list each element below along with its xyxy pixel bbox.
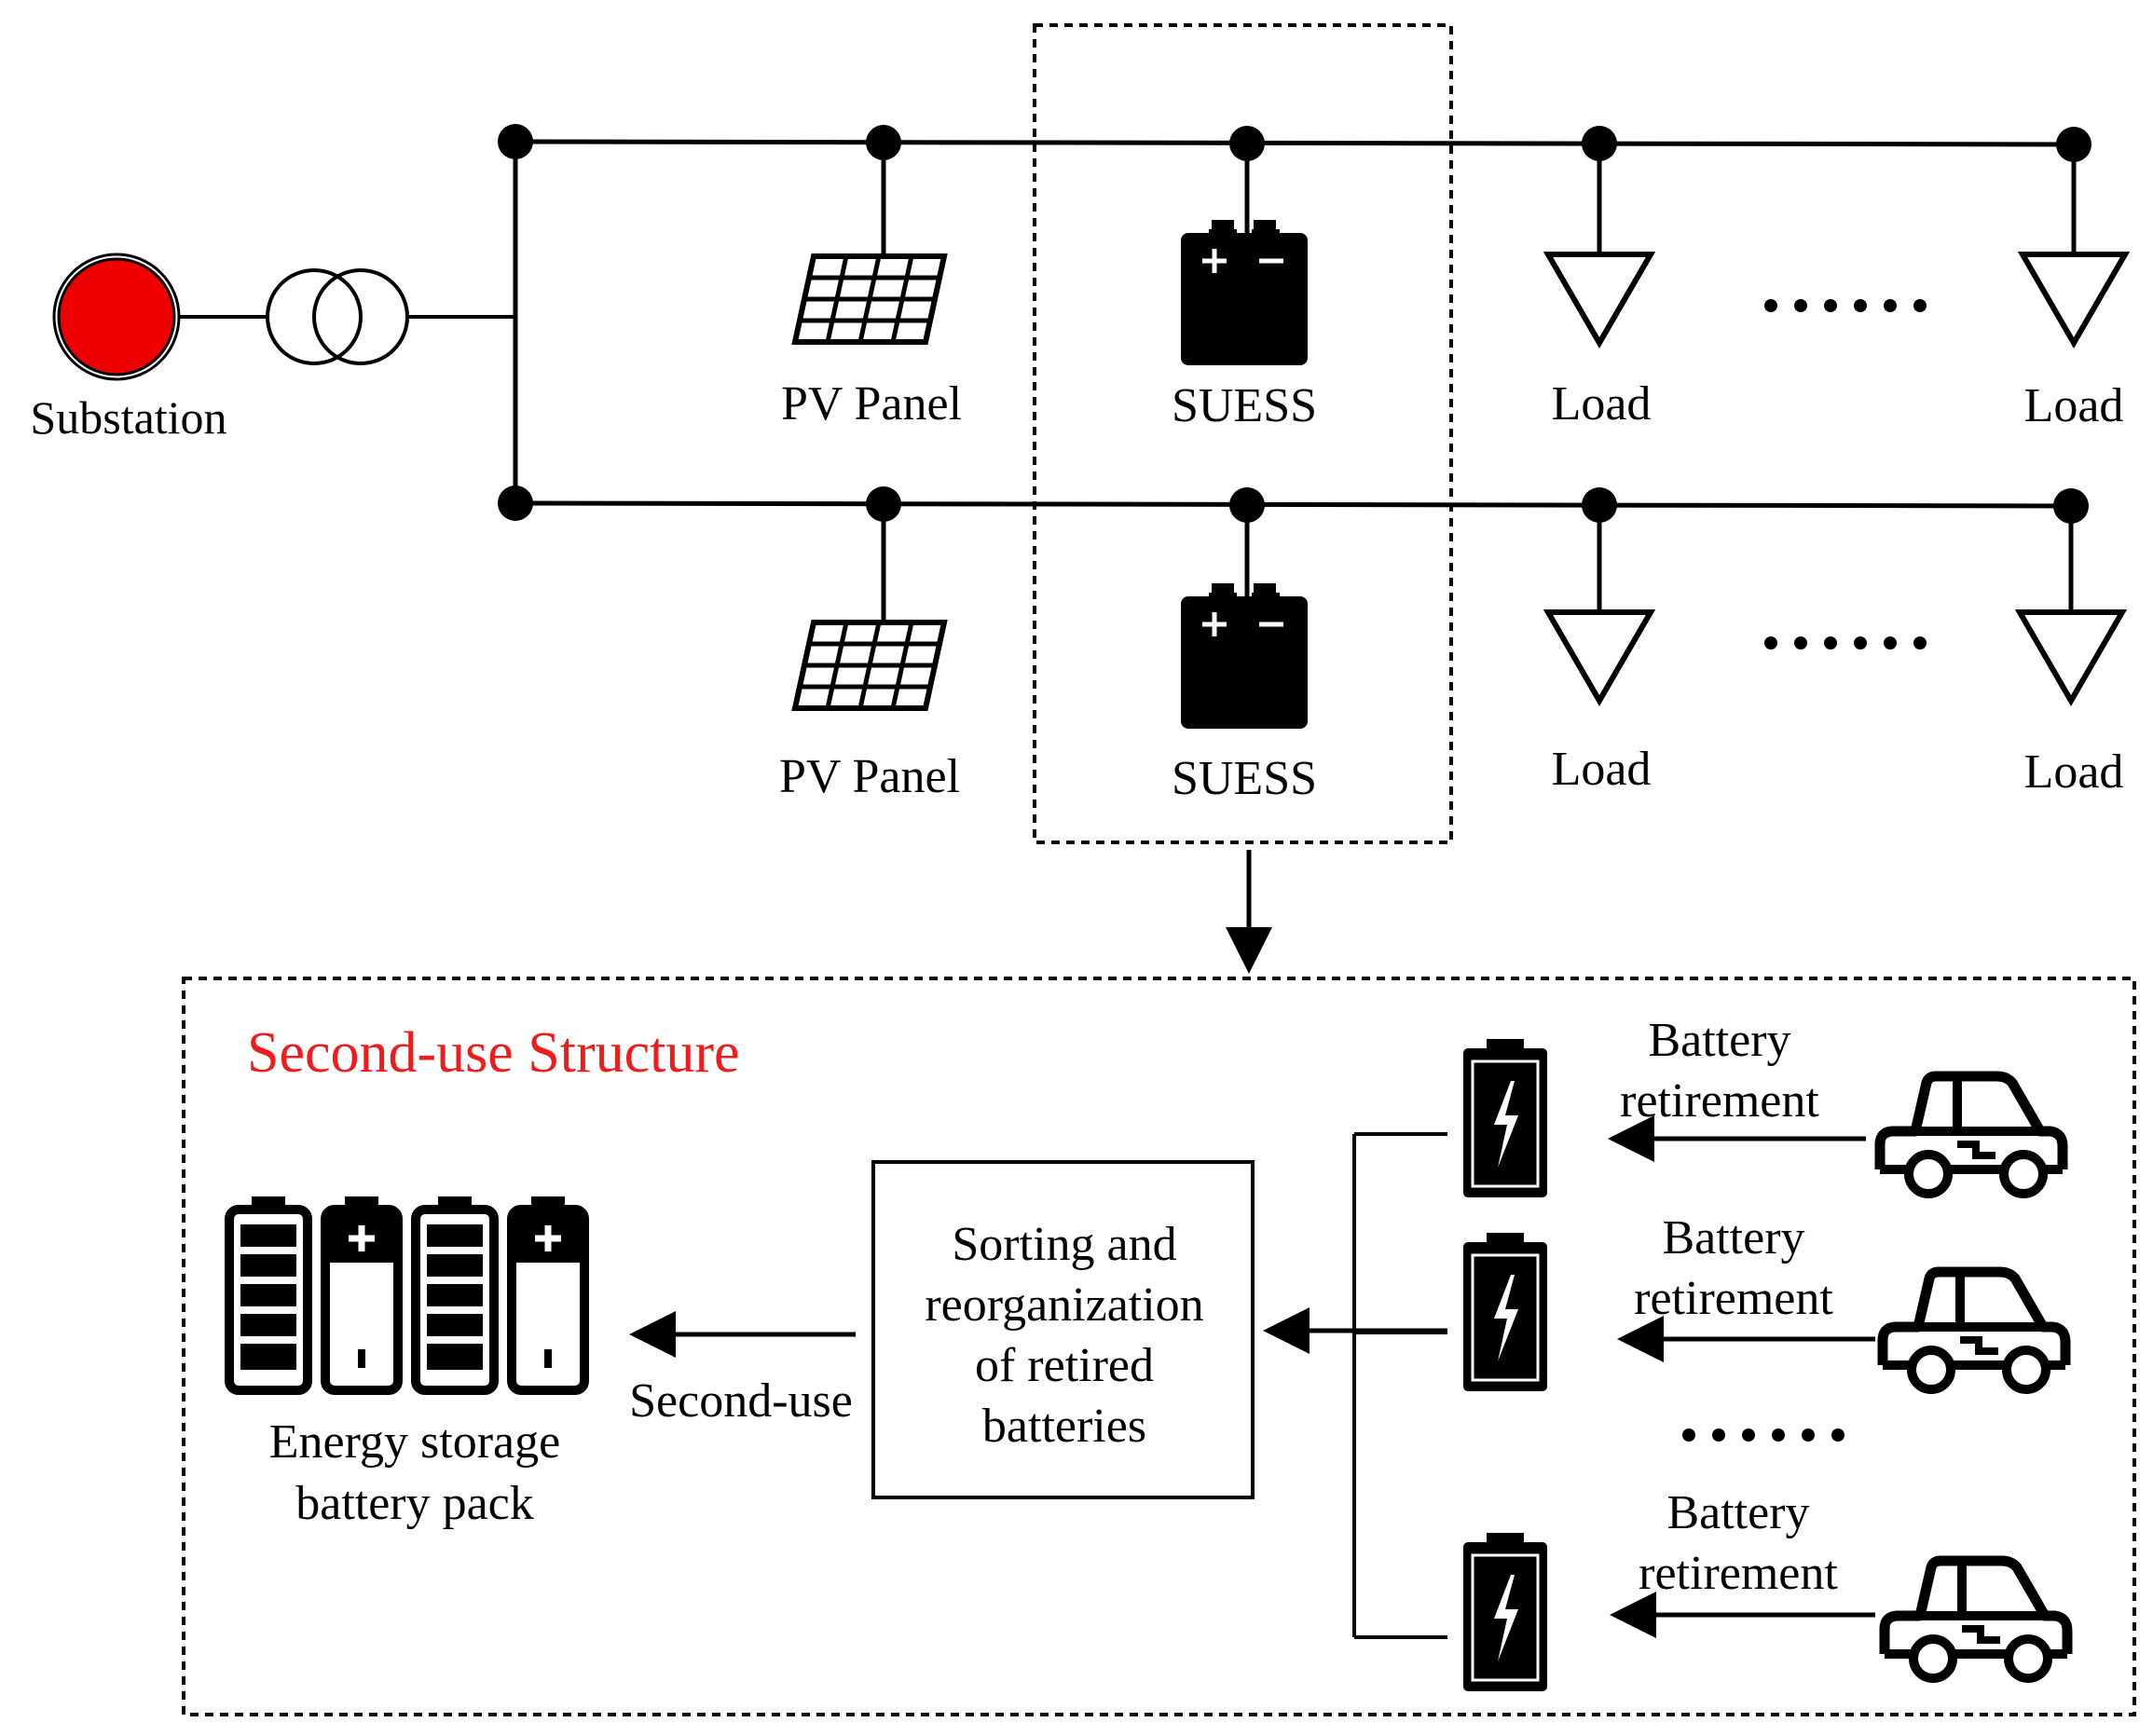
load-label: Load (1552, 743, 1652, 796)
transformer-icon (266, 268, 409, 365)
ellipsis-icon (1682, 1428, 1844, 1442)
load-label: Load (2024, 379, 2124, 432)
battery-plus-icon (325, 1196, 398, 1390)
retirement-label-2b: retirement (1634, 1272, 1833, 1325)
ev-battery-icon (1461, 1231, 1549, 1393)
pv-panel-icon (795, 622, 944, 708)
node (498, 485, 533, 521)
pack-label-line2: battery pack (295, 1477, 534, 1530)
load-icon (2023, 254, 2125, 343)
suess-label: SUESS (1172, 379, 1317, 432)
second-use-title: Second-use Structure (247, 1021, 740, 1085)
ev-battery-icon (1461, 1037, 1549, 1199)
pv-panel-label: PV Panel (779, 750, 960, 803)
sorting-line-3: of retired (975, 1339, 1154, 1392)
sorting-line-2: reorganization (925, 1278, 1203, 1332)
retirement-label-1a: Battery (1648, 1014, 1790, 1067)
retirement-label-2a: Battery (1662, 1211, 1804, 1264)
load-icon (1548, 612, 1651, 701)
pv-panel-label: PV Panel (781, 377, 962, 431)
sorting-box (871, 1160, 1255, 1499)
feeder-2-bus (514, 500, 2072, 509)
retirement-label-3b: retirement (1639, 1547, 1838, 1600)
retirement-label-3a: Battery (1666, 1486, 1809, 1539)
ellipsis-icon (1764, 636, 1927, 649)
pack-label-line1: Energy storage (269, 1415, 560, 1469)
retirement-label-1b: retirement (1620, 1074, 1819, 1128)
node (498, 124, 533, 159)
ellipsis-icon (1764, 299, 1927, 312)
second-use-box (182, 977, 2136, 1716)
substation-icon (57, 257, 176, 376)
suess-label: SUESS (1172, 752, 1317, 805)
sorting-line-4: batteries (982, 1400, 1146, 1453)
feeder-1-bus (514, 139, 2075, 147)
battery-plus-icon (512, 1196, 584, 1390)
battery-icon (1181, 583, 1308, 729)
pv-panel-icon (795, 256, 944, 342)
full-battery-icon (416, 1196, 494, 1390)
battery-icon (1181, 220, 1308, 365)
substation-label: Substation (30, 391, 226, 444)
sorting-line-1: Sorting and (952, 1218, 1176, 1271)
load-label: Load (2024, 745, 2124, 799)
car-icon (1880, 1076, 2063, 1194)
energy-storage-pack (229, 1196, 584, 1390)
second-use-arrow-label: Second-use (629, 1374, 853, 1428)
ev-battery-icon (1461, 1531, 1549, 1693)
suess-highlight-box (1033, 23, 1453, 844)
car-icon (1885, 1561, 2067, 1678)
car-icon (1883, 1272, 2065, 1389)
load-label: Load (1552, 377, 1652, 431)
full-battery-icon (229, 1196, 308, 1390)
load-icon (2020, 612, 2122, 701)
load-icon (1548, 254, 1651, 343)
